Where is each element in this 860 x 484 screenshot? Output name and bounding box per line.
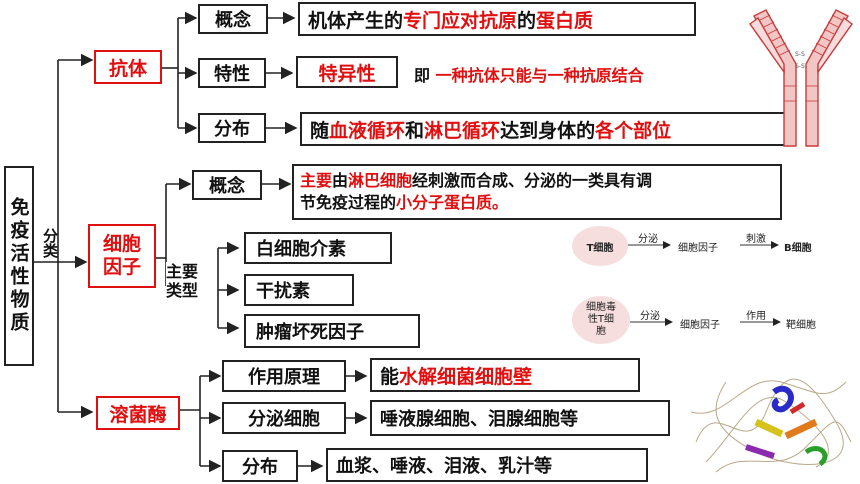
t-cell-icon: T细胞 xyxy=(572,226,628,266)
antibody-feature-note: 即 一种抗体只能与一种抗原结合 xyxy=(414,62,644,86)
flow2-step2: 作用 xyxy=(746,311,766,322)
cytokine-label-1: 细胞 xyxy=(102,233,141,256)
concept-emphasis: 蛋白质 xyxy=(536,9,594,32)
root-label: 免疫活性物质 xyxy=(7,197,30,335)
flow1-source: T细胞 xyxy=(586,242,614,254)
antibody-concept-text: 机体产生的专门应对抗原的蛋白质 xyxy=(298,2,696,36)
lysozyme-distribution-node: 分布 xyxy=(222,450,298,482)
dist-emphasis: 淋巴循环 xyxy=(424,119,501,142)
lysozyme-structure-image xyxy=(690,378,852,473)
lysozyme-distribution-text: 血浆、唾液、泪液、乳汁等 xyxy=(326,448,648,482)
principle-emphasis: 水解细菌细胞壁 xyxy=(399,365,533,388)
lysozyme-node: 溶菌酶 xyxy=(96,396,180,430)
cyto-emphasis: 淋巴细胞 xyxy=(348,171,413,191)
flow1-target: B细胞 xyxy=(784,243,812,254)
cyto-part: 节免疫过程的 xyxy=(300,193,397,212)
concept-part: 机体产生的 xyxy=(308,9,404,32)
principle-label: 作用原理 xyxy=(248,367,320,388)
antibody-feature: 特异性 xyxy=(318,62,376,85)
concept-emphasis: 专门应对抗原 xyxy=(403,9,518,32)
flow2-step1: 分泌 xyxy=(640,311,660,322)
dist-emphasis: 血液循环 xyxy=(329,119,406,142)
flow2-source: 细胞毒性T细胞 xyxy=(586,302,616,337)
lysozyme-principle-text: 能水解细菌细胞壁 xyxy=(370,358,640,392)
lysozyme-principle-node: 作用原理 xyxy=(222,360,346,392)
cyto-part: 经刺激而合成、分泌的一类具有调 xyxy=(412,171,653,191)
dist-emphasis: 各个部位 xyxy=(595,119,672,142)
lysozyme-distribution-value: 血浆、唾液、泪液、乳汁等 xyxy=(336,456,552,477)
cytokine-concept-text: 主要由淋巴细胞经刺激而合成、分泌的一类具有调 节免疫过程的小分子蛋白质。 xyxy=(292,164,782,220)
cyto-emphasis: 主要 xyxy=(300,171,333,191)
type-label: 肿瘤坏死因子 xyxy=(256,322,364,343)
classify-label: 分类 xyxy=(41,228,59,258)
cytokine-type-3: 肿瘤坏死因子 xyxy=(244,314,420,348)
secretion-label: 分泌细胞 xyxy=(248,409,320,430)
lysozyme-label: 溶菌酶 xyxy=(109,403,167,426)
antibody-structure-image: S-S S-S xyxy=(749,9,853,147)
types-label-2: 类型 xyxy=(166,281,199,301)
antibody-feature-box: 特异性 xyxy=(296,56,398,88)
flow2-mid: 细胞因子 xyxy=(680,320,720,331)
dist-part: 达到身体的 xyxy=(500,119,596,142)
cytokine-type-2: 干扰素 xyxy=(244,274,354,306)
cytokine-type-1: 白细胞介素 xyxy=(244,232,392,264)
cytokine-concept-node: 概念 xyxy=(192,170,262,200)
antibody-feature-node: 特性 xyxy=(198,58,266,88)
antibody-concept-label: 概念 xyxy=(215,10,251,31)
cytokine-label-2: 因子 xyxy=(102,256,141,278)
antibody-distribution-text: 随血液循环和淋巴循环达到身体的各个部位 xyxy=(300,112,796,146)
antibody-distribution-label: 分布 xyxy=(214,119,250,140)
principle-part: 能 xyxy=(380,365,400,388)
cyto-part: 由 xyxy=(332,171,349,191)
flow1-step2: 刺激 xyxy=(746,234,766,245)
cytokine-concept-label: 概念 xyxy=(209,176,245,197)
antibody-concept-node: 概念 xyxy=(198,4,268,34)
dist-part: 随 xyxy=(310,119,330,142)
lysozyme-distribution-label: 分布 xyxy=(242,457,278,478)
disulfide-label-2: S-S xyxy=(795,63,805,70)
cyto-emphasis: 小分子蛋白质。 xyxy=(396,193,509,212)
lysozyme-secretion-node: 分泌细胞 xyxy=(222,402,346,434)
cytokine-types-label: 主要 类型 xyxy=(166,262,199,301)
type-label: 白细胞介素 xyxy=(256,239,346,260)
cytokine-node: 细胞 因子 xyxy=(88,224,156,288)
dist-part: 和 xyxy=(405,119,425,142)
flow2-target: 靶细胞 xyxy=(786,320,816,331)
antibody-node: 抗体 xyxy=(94,50,162,84)
cytotoxic-t-cell-icon: 细胞毒性T细胞 xyxy=(572,296,630,344)
secretion-value: 唾液腺细胞、泪腺细胞等 xyxy=(380,409,578,430)
type-label: 干扰素 xyxy=(256,281,310,302)
lysozyme-secretion-text: 唾液腺细胞、泪腺细胞等 xyxy=(370,400,670,436)
antibody-feature-label: 特性 xyxy=(214,64,250,85)
note-part: 即 xyxy=(414,66,431,85)
root-box: 免疫活性物质 xyxy=(4,166,34,366)
note-emphasis: 一种抗体只能与一种抗原结合 xyxy=(435,66,644,85)
disulfide-label-1: S-S xyxy=(795,51,805,58)
flow1-step1: 分泌 xyxy=(638,234,658,245)
concept-part: 的 xyxy=(517,9,537,32)
antibody-distribution-node: 分布 xyxy=(198,113,266,143)
flow1-mid: 细胞因子 xyxy=(678,243,718,254)
types-label-1: 主要 xyxy=(166,262,199,281)
antibody-label: 抗体 xyxy=(108,57,147,80)
